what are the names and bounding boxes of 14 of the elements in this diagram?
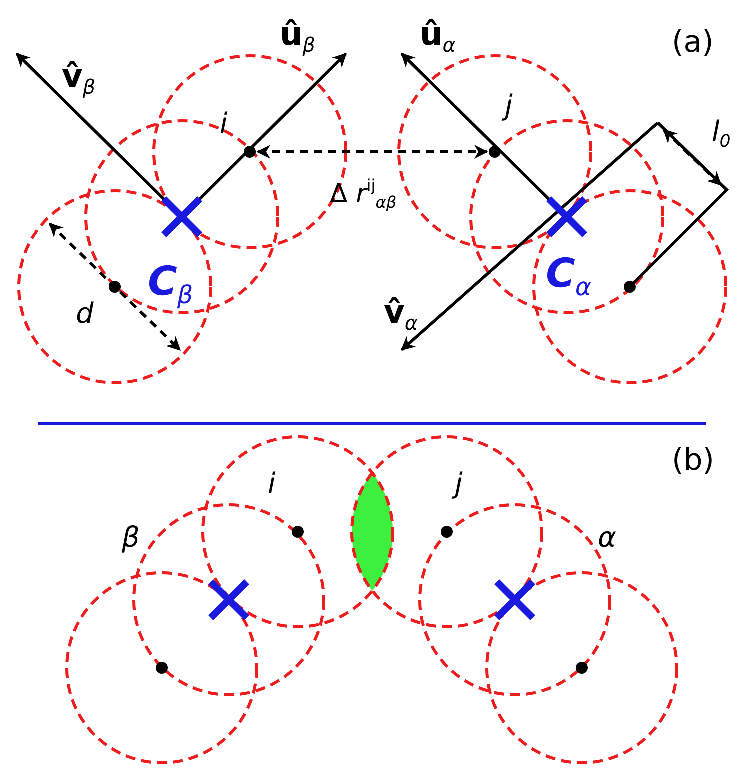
panel-label: (a) — [672, 28, 714, 58]
vector-label: û$_{β}$ — [280, 18, 316, 56]
particle-label: α — [598, 524, 616, 552]
length-label: l$_{0}$ — [712, 118, 731, 152]
vector-label: û$_{α}$ — [420, 18, 456, 56]
vector-label: v̂$_{α}$ — [384, 296, 418, 334]
panel-label: (b) — [672, 446, 714, 476]
vector-label: v̂$_{β}$ — [62, 60, 96, 98]
particle-label: i — [220, 110, 228, 138]
particle-label: i — [268, 470, 276, 498]
center-label: C$_{β}$ — [148, 262, 194, 308]
particle-label: β — [122, 524, 140, 552]
length-label: d — [76, 300, 94, 328]
center-label: C$_{α}$ — [546, 254, 592, 300]
